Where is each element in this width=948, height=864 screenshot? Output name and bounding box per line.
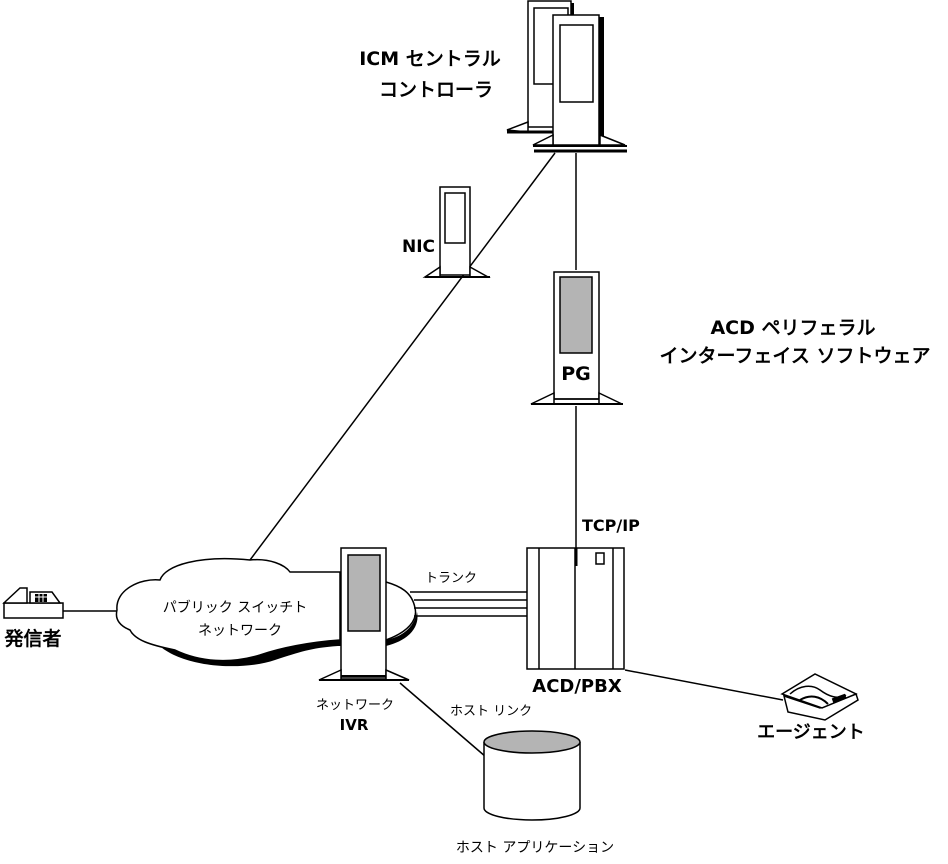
server-tower-pair-icon [506,0,627,153]
caller-node: 発信者 [2,587,64,650]
acd-pbx-label: ACD/PBX [532,676,622,697]
pg-label: PG [561,363,591,385]
icm-label-line2: コントローラ [379,79,493,101]
database-cylinder-icon [483,730,581,821]
switch-cabinet-icon [526,547,625,670]
trunk-lines [410,591,527,617]
link-acd-to-agent [624,669,784,701]
link-icm-to-network [249,152,556,561]
agent-label: エージェント [757,722,865,743]
cloud-right-lobe-shadow [386,612,418,646]
tcpip-label: TCP/IP [582,516,640,535]
server-tower-icon [422,186,491,278]
ivr-label-line2: IVR [340,716,369,734]
agent-node: エージェント [757,673,865,743]
link-ivr-to-host [399,682,487,758]
network-label-line2: ネットワーク [198,623,282,639]
ivr-node: ネットワーク IVR [316,547,410,734]
connections [63,152,784,758]
pg-node: PG ACD ペリフェラル インターフェイス ソフトウェア [530,271,931,405]
acd-pbx-node: ACD/PBX [526,547,625,697]
telephone-icon [2,587,64,619]
trunk-label: トランク [425,571,477,586]
server-tower-icon [318,547,410,681]
icm-label-line1: ICM セントラル [359,48,501,70]
cloud-icon [115,557,341,662]
caller-label: 発信者 [3,627,61,650]
ivr-label-line1: ネットワーク [316,698,394,713]
host-link-label: ホスト リンク [450,704,532,719]
host-application-node: ホスト リンク ホスト アプリケーション [450,704,614,856]
host-application-label: ホスト アプリケーション [456,840,614,856]
agent-phone-icon [780,673,859,721]
server-tower-icon [530,271,623,405]
network-label-line1: パブリック スイッチト [163,599,307,616]
public-switched-network-cloud: パブリック スイッチト ネットワーク [115,557,418,667]
nic-node: NIC [402,186,491,278]
pg-description-line2: インターフェイス ソフトウェア [660,345,931,367]
pg-description-line1: ACD ペリフェラル [710,317,875,339]
icm-central-controller: ICM セントラル コントローラ [359,0,627,153]
nic-label: NIC [402,237,435,257]
